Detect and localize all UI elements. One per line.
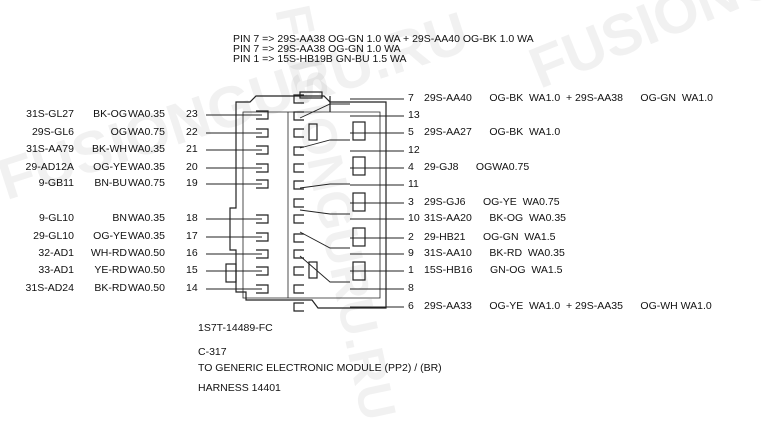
pin-number: 14: [186, 282, 198, 294]
wire-label: 29-GJ8 OGWA0.75: [424, 161, 530, 173]
pin-number: 10: [408, 212, 420, 224]
wire-color: OG-YE: [93, 161, 127, 173]
wire-color: BN-BU: [94, 177, 127, 189]
wire-circuit: 29S-GL6: [31, 126, 74, 138]
pin-cavity: [293, 302, 304, 312]
wire-size: WA0.35: [128, 108, 165, 120]
pin-number: 11: [408, 178, 419, 190]
pin-cavity: [293, 146, 304, 156]
pin-number: 8: [408, 282, 414, 294]
connector-description: TO GENERIC ELECTRONIC MODULE (PP2) / (BR…: [198, 362, 442, 374]
pin-number: 18: [186, 212, 198, 224]
pin-cavity: [293, 163, 304, 173]
wire-color: BN: [112, 212, 127, 224]
wire-size: WA0.50: [128, 264, 165, 276]
wire-circuit: 9-GB11: [38, 177, 74, 189]
wire-size: WA0.35: [128, 143, 165, 155]
pin-number: 2: [408, 231, 414, 243]
wire-size: WA0.75: [128, 177, 165, 189]
pin-cavity: [293, 214, 304, 224]
wire-label: 29S-AA27 OG-BK WA1.0: [424, 126, 561, 138]
wire-label: 29S-AA40 OG-BK WA1.0 + 29S-AA38 OG-GN WA…: [424, 92, 713, 104]
pin-cavity: [256, 266, 269, 276]
pin-cavity: [256, 179, 269, 189]
part-number: 1S7T-14489-FC: [198, 322, 273, 334]
wire-size: WA0.35: [128, 230, 165, 242]
pin-number: 7: [408, 92, 414, 104]
pin-number: 22: [186, 126, 198, 138]
pin-number: 17: [186, 230, 198, 242]
wire-size: WA0.50: [128, 282, 165, 294]
wire-circuit: 33-AD1: [38, 264, 74, 276]
wire-color: BK-WH: [92, 143, 127, 155]
wire-color: WH-RD: [90, 247, 127, 259]
wire-label: 29S-AA33 OG-YE WA1.0 + 29S-AA35 OG-WH WA…: [424, 300, 712, 312]
pin-cavity: [293, 111, 304, 121]
pin-note: PIN 7 => 29S-AA38 OG-GN 1.0 WA + 29S-AA4…: [233, 33, 534, 45]
harness-label: HARNESS 14401: [198, 382, 281, 394]
pin-number: 15: [186, 264, 198, 276]
wire-label: 29S-GJ6 OG-YE WA0.75: [424, 196, 560, 208]
pin-cavity: [256, 214, 269, 224]
pin-cavity: [293, 284, 304, 294]
pin-note: PIN 1 => 15S-HB19B GN-BU 1.5 WA: [233, 53, 407, 65]
pin-number: 19: [186, 177, 198, 189]
wire-circuit: 32-AD1: [38, 247, 74, 259]
wire-label: 15S-HB16 GN-OG WA1.5: [424, 264, 563, 276]
pin-cavity: [293, 233, 304, 243]
pin-number: 6: [408, 300, 414, 312]
pin-cavity: [293, 198, 304, 208]
pin-number: 23: [186, 108, 198, 120]
wire-label: 29-HB21 OG-GN WA1.5: [424, 231, 556, 243]
wire-size: WA0.50: [128, 247, 165, 259]
wire-label: 31S-AA10 BK-RD WA0.35: [424, 247, 565, 259]
wire-size: WA0.35: [128, 161, 165, 173]
pin-cavity: [256, 232, 269, 242]
wire-circuit: 31S-AA79: [26, 143, 74, 155]
pin-cavity: [293, 94, 304, 104]
wire-color: BK-OG: [93, 108, 127, 120]
pin-number: 4: [408, 161, 414, 173]
pin-cavity: [256, 284, 269, 294]
pin-cavity: [293, 266, 304, 276]
pin-number: 9: [408, 247, 414, 259]
pin-cavity: [256, 249, 269, 259]
wire-label: 31S-AA20 BK-OG WA0.35: [424, 212, 567, 224]
pin-cavity: [293, 180, 304, 190]
pin-number: 5: [408, 126, 414, 138]
pin-number: 16: [186, 247, 198, 259]
wire-circuit: 29-GL10: [33, 230, 74, 242]
pin-cavity: [256, 145, 269, 155]
pin-number: 3: [408, 196, 414, 208]
pin-number: 20: [186, 161, 198, 173]
pin-number: 1: [408, 264, 414, 276]
pin-cavity: [293, 249, 304, 259]
wire-circuit: 29-AD12A: [25, 161, 74, 173]
wire-color: YE-RD: [94, 264, 127, 276]
pin-cavity: [293, 128, 304, 138]
wire-color: OG-YE: [93, 230, 127, 242]
pin-number: 13: [408, 109, 420, 121]
connector-outline: [206, 91, 404, 312]
wire-size: WA0.35: [128, 212, 165, 224]
pin-number: 12: [408, 144, 420, 156]
pin-note: PIN 7 => 29S-AA38 OG-GN 1.0 WA: [233, 43, 401, 55]
pin-cavity: [256, 128, 269, 138]
pin-number: 21: [186, 143, 198, 155]
wire-circuit: 31S-AD24: [25, 282, 74, 294]
connector-id: C-317: [198, 346, 227, 358]
wire-color: BK-RD: [94, 282, 127, 294]
wire-color: OG: [110, 126, 127, 138]
pin-cavity: [256, 163, 269, 173]
wire-circuit: 9-GL10: [38, 212, 74, 224]
wire-circuit: 31S-GL27: [26, 108, 74, 120]
pin-cavity: [256, 110, 269, 120]
wire-size: WA0.75: [128, 126, 165, 138]
